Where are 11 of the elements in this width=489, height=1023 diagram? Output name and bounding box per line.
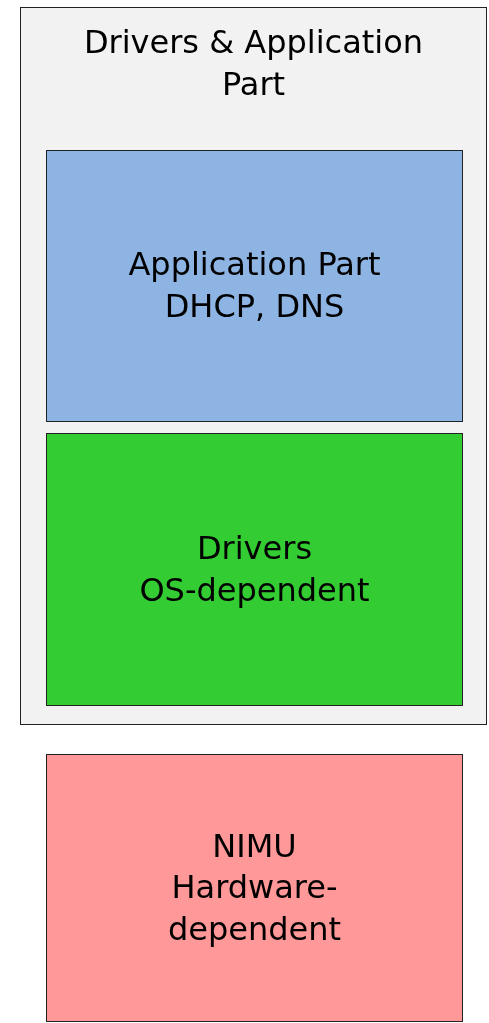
container-title: Drivers & Application Part [83,22,424,105]
box-title: Drivers [196,527,313,569]
process-box [46,433,463,706]
box-title: Application Part [128,244,381,286]
box-subtitle: Hardware-dependent [166,867,343,950]
container-box [20,7,487,725]
process-box [46,150,463,422]
process-box [46,754,463,1022]
box-subtitle: DHCP, DNS [164,286,345,327]
box-title: NIMU [212,825,297,867]
box-subtitle: OS-dependent [139,569,370,611]
